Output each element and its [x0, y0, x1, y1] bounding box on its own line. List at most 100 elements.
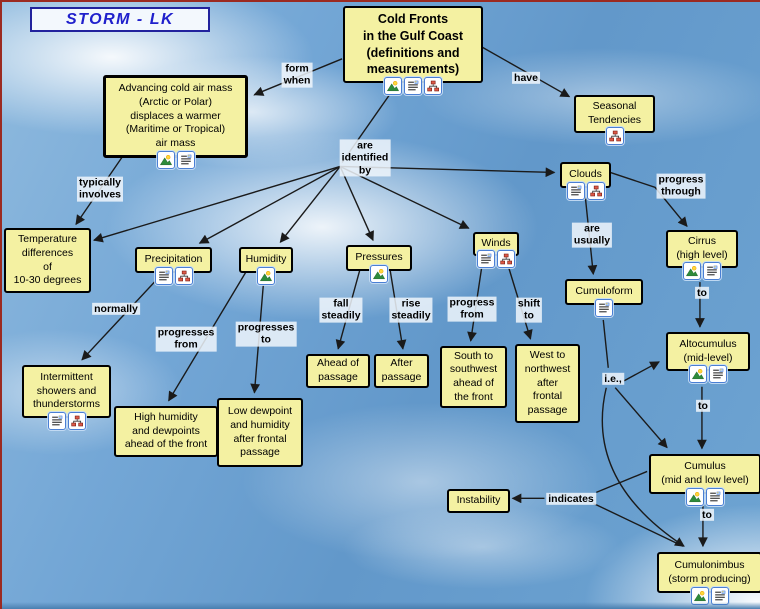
- concept-node-advancing-cold-air-mass[interactable]: Advancing cold air mass (Arctic or Polar…: [103, 75, 248, 169]
- concept-node-text: Humidity: [245, 253, 287, 266]
- concept-node-altocumulus[interactable]: Altocumulus (mid-level): [666, 332, 750, 383]
- text-resource-icon[interactable]: [706, 488, 724, 506]
- link-label-to-altocumulus-cumulus[interactable]: to: [696, 399, 710, 413]
- concept-node-text: Winds: [481, 237, 511, 250]
- concept-node-west-to-northwest[interactable]: West to northwest after frontal passage: [515, 344, 580, 423]
- concept-node-text: Instability: [456, 494, 501, 507]
- link-label-progresses-to[interactable]: progresses to: [235, 321, 297, 347]
- resource-icons: [257, 267, 275, 285]
- concept-map-resource-icon[interactable]: [586, 182, 605, 200]
- image-resource-icon[interactable]: [689, 365, 707, 383]
- resource-icons: [605, 127, 624, 145]
- concept-node-cumuloform[interactable]: Cumuloform: [565, 279, 643, 317]
- concept-node-temperature-differences[interactable]: Temperature differences of 10-30 degrees: [4, 228, 91, 293]
- link-label-to-cumulus-cumulonimbus[interactable]: to: [700, 508, 714, 522]
- concept-map-resource-icon[interactable]: [424, 77, 442, 95]
- concept-node-text: Ahead of passage: [316, 357, 360, 383]
- link-label-progress-through[interactable]: progress through: [656, 173, 706, 199]
- concept-node-text: Cirrus (high level): [676, 235, 728, 261]
- link-label-normally[interactable]: normally: [92, 302, 140, 316]
- image-resource-icon[interactable]: [384, 77, 402, 95]
- link-label-are-identified-by[interactable]: are identified by: [339, 139, 391, 177]
- concept-node-cumulonimbus[interactable]: Cumulonimbus (storm producing): [657, 552, 760, 605]
- concept-node-text: Pressures: [355, 251, 403, 264]
- concept-node-ahead-of-passage[interactable]: Ahead of passage: [306, 354, 370, 388]
- concept-node-text: Low dewpoint and humidity after frontal …: [227, 405, 293, 459]
- link-label-typically-involves[interactable]: typically involves: [76, 176, 124, 202]
- concept-node-precipitation[interactable]: Precipitation: [135, 247, 212, 285]
- concept-node-low-dewpoint[interactable]: Low dewpoint and humidity after frontal …: [217, 398, 303, 467]
- image-resource-icon[interactable]: [156, 151, 175, 169]
- text-resource-icon[interactable]: [154, 267, 173, 285]
- link-label-to-cirrus-altocumulus[interactable]: to: [695, 286, 709, 300]
- concept-node-text: Altocumulus (mid-level): [679, 337, 737, 364]
- concept-node-pressures[interactable]: Pressures: [346, 245, 412, 283]
- concept-node-cirrus[interactable]: Cirrus (high level): [666, 230, 738, 280]
- link-label-ie[interactable]: i.e.,: [602, 372, 624, 386]
- concept-map-resource-icon[interactable]: [67, 412, 86, 430]
- concept-node-text: Cold Fronts in the Gulf Coast (definitio…: [363, 11, 463, 77]
- link-line-ie-cumulonimbus: [601, 387, 685, 547]
- link-line-hub-precipitation: [198, 165, 341, 244]
- text-resource-icon[interactable]: [595, 299, 613, 317]
- link-line-hub-humidity: [279, 166, 341, 243]
- concept-node-text: Cumulonimbus (storm producing): [668, 558, 751, 585]
- link-line-hub-temperature: [93, 165, 341, 243]
- link-line-cumuloform-ie: [602, 319, 609, 368]
- link-line-cumulonimbus-indicates: [592, 502, 684, 547]
- link-line-precipitation-intermittent: [81, 271, 165, 361]
- concept-node-winds[interactable]: Winds: [473, 232, 519, 268]
- text-resource-icon[interactable]: [566, 182, 585, 200]
- resource-icons: [156, 151, 195, 169]
- text-resource-icon[interactable]: [477, 250, 495, 268]
- concept-node-text: Temperature differences of 10-30 degrees: [13, 233, 82, 287]
- concept-node-text: After passage: [381, 357, 422, 383]
- image-resource-icon[interactable]: [683, 262, 701, 280]
- concept-node-instability[interactable]: Instability: [447, 489, 510, 513]
- resource-icons: [154, 267, 193, 285]
- link-label-fall-steadily[interactable]: fall steadily: [319, 297, 363, 323]
- concept-map-resource-icon[interactable]: [605, 127, 624, 145]
- concept-node-humidity[interactable]: Humidity: [239, 247, 293, 285]
- concept-node-clouds[interactable]: Clouds: [560, 162, 611, 200]
- link-label-have[interactable]: have: [512, 71, 540, 85]
- text-resource-icon[interactable]: [176, 151, 195, 169]
- canvas-bottom-edge: [2, 602, 760, 609]
- concept-node-text: Advancing cold air mass (Arctic or Polar…: [118, 82, 233, 149]
- resource-icons: [595, 299, 613, 317]
- link-line-cumulus-indicates: [596, 470, 648, 494]
- image-resource-icon[interactable]: [370, 265, 388, 283]
- image-resource-icon[interactable]: [257, 267, 275, 285]
- resource-icons: [689, 365, 727, 383]
- text-resource-icon[interactable]: [404, 77, 422, 95]
- link-label-are-usually[interactable]: are usually: [571, 222, 613, 248]
- concept-node-intermittent-showers[interactable]: Intermittent showers and thunderstorms: [22, 365, 111, 430]
- concept-node-text: High humidity and dewpoints ahead of the…: [124, 411, 208, 451]
- concept-node-cold-fronts[interactable]: Cold Fronts in the Gulf Coast (definitio…: [343, 6, 483, 95]
- link-label-form-when[interactable]: form when: [281, 62, 313, 88]
- concept-node-seasonal-tendencies[interactable]: Seasonal Tendencies: [574, 95, 655, 145]
- concept-node-after-passage[interactable]: After passage: [374, 354, 429, 388]
- link-label-progress-from[interactable]: progress from: [447, 296, 497, 322]
- map-title-box: STORM - LK: [30, 7, 210, 32]
- concept-node-south-to-southwest[interactable]: South to southwest ahead of the front: [440, 346, 507, 408]
- image-resource-icon[interactable]: [686, 488, 704, 506]
- link-line-hub-pressures: [339, 166, 374, 242]
- resource-icons: [477, 250, 515, 268]
- link-label-shift-to[interactable]: shift to: [515, 297, 543, 323]
- concept-map-resource-icon[interactable]: [174, 267, 193, 285]
- text-resource-icon[interactable]: [703, 262, 721, 280]
- text-resource-icon[interactable]: [709, 365, 727, 383]
- link-label-indicates[interactable]: indicates: [546, 492, 596, 506]
- link-label-rise-steadily[interactable]: rise steadily: [389, 297, 433, 323]
- text-resource-icon[interactable]: [710, 587, 729, 605]
- concept-node-high-humidity[interactable]: High humidity and dewpoints ahead of the…: [114, 406, 218, 457]
- text-resource-icon[interactable]: [47, 412, 66, 430]
- link-label-progresses-from[interactable]: progresses from: [155, 326, 217, 352]
- concept-node-cumulus[interactable]: Cumulus (mid and low level): [649, 454, 760, 506]
- concept-node-text: South to southwest ahead of the front: [449, 349, 498, 403]
- concept-map-resource-icon[interactable]: [497, 250, 515, 268]
- link-line-winds-west: [503, 253, 533, 340]
- link-line-ie-cumulus: [614, 387, 668, 449]
